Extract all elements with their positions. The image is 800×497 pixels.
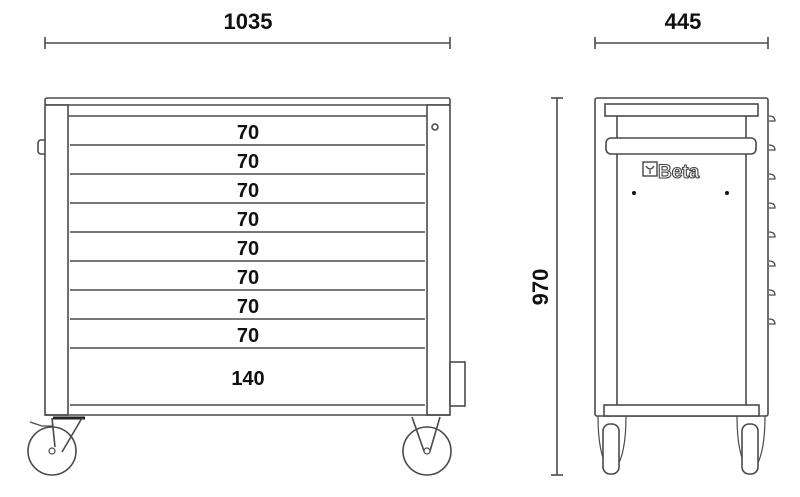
lock-icon [431,123,439,131]
width-dimension [44,37,451,49]
caster-left-icon [27,416,85,476]
height-dimension-label: 970 [528,269,553,306]
side-caster-right-icon [736,415,766,475]
caster-right-icon [402,416,452,476]
side-caster-left-icon [597,415,627,475]
drawer-2-height: 70 [237,151,259,173]
drawer-1-height: 70 [237,122,259,144]
logo-text: Beta [658,162,700,183]
drawer-5-height: 70 [237,238,259,260]
height-dimension [551,97,563,476]
front-view [37,97,466,416]
push-handle-icon [605,137,757,155]
drawer-9-height: 140 [231,368,264,390]
side-drawer-handles [768,115,776,325]
drawer-4-height: 70 [237,209,259,231]
drawer-3-height: 70 [237,180,259,202]
drawer-7-height: 70 [237,296,259,318]
side-view [594,97,769,417]
depth-dimension-label: 445 [665,9,702,34]
beta-logo: Beta [642,161,700,184]
side-handle-icon [37,139,45,155]
width-dimension-label: 1035 [224,9,273,34]
depth-dimension [594,37,769,49]
drawer-8-height: 70 [237,325,259,347]
drawer-6-height: 70 [237,267,259,289]
drawer-labels: 70 70 70 70 70 70 70 70 140 [231,122,264,390]
